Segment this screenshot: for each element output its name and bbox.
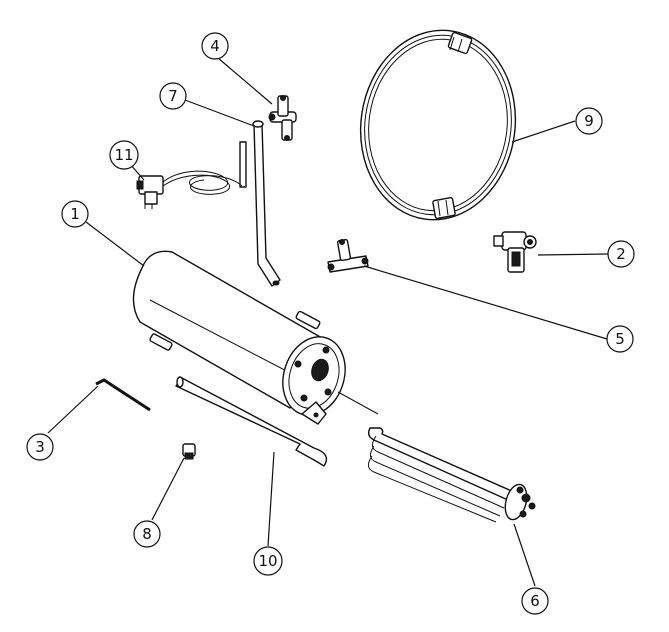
callout-label: 8 bbox=[142, 525, 152, 543]
tube-part-10 bbox=[175, 376, 328, 467]
callout-label: 3 bbox=[35, 438, 45, 456]
hex-key-part-3 bbox=[95, 378, 151, 412]
callout-label: 5 bbox=[615, 330, 625, 348]
leader-8 bbox=[151, 457, 185, 521]
leader-2 bbox=[537, 253, 609, 256]
callout-label: 7 bbox=[168, 87, 178, 105]
callout-label: 6 bbox=[530, 592, 540, 610]
sensor-probe bbox=[239, 141, 247, 188]
leader-4 bbox=[217, 57, 273, 105]
valve-part-2 bbox=[493, 231, 537, 273]
thermostat-part-11 bbox=[136, 170, 243, 209]
leader-1 bbox=[85, 221, 145, 267]
tank-part-1 bbox=[132, 250, 346, 425]
callout-11: 11 bbox=[109, 140, 139, 170]
leader-3 bbox=[47, 385, 99, 434]
callout-label: 2 bbox=[616, 245, 626, 263]
leader-6 bbox=[513, 523, 536, 587]
callout-8: 8 bbox=[133, 520, 161, 548]
leader-5 bbox=[363, 265, 608, 340]
callout-label: 1 bbox=[70, 205, 80, 223]
leader-9 bbox=[511, 120, 576, 143]
heating-element-part-6 bbox=[367, 427, 536, 523]
callout-7: 7 bbox=[159, 82, 187, 110]
callout-label: 11 bbox=[114, 146, 133, 164]
callout-label: 4 bbox=[210, 37, 220, 55]
callout-10: 10 bbox=[253, 546, 283, 576]
assembly-axis-line bbox=[337, 391, 379, 415]
callout-label: 10 bbox=[258, 552, 277, 570]
tee-fitting-part-4 bbox=[268, 95, 297, 141]
tee-fitting-part-5 bbox=[327, 238, 369, 273]
callout-1: 1 bbox=[61, 200, 89, 228]
bent-tube-part-7 bbox=[252, 120, 281, 287]
callout-3: 3 bbox=[26, 433, 54, 461]
plug-part-8 bbox=[182, 443, 196, 460]
leader-10 bbox=[267, 451, 275, 547]
hose-loop-part-9 bbox=[359, 29, 517, 221]
callout-4: 4 bbox=[201, 32, 229, 60]
callout-6: 6 bbox=[521, 587, 549, 615]
callout-9: 9 bbox=[575, 107, 603, 135]
leader-lines bbox=[47, 57, 609, 587]
callout-5: 5 bbox=[606, 325, 634, 353]
leader-7 bbox=[184, 99, 255, 127]
callout-label: 9 bbox=[584, 112, 594, 130]
callout-2: 2 bbox=[607, 240, 635, 268]
